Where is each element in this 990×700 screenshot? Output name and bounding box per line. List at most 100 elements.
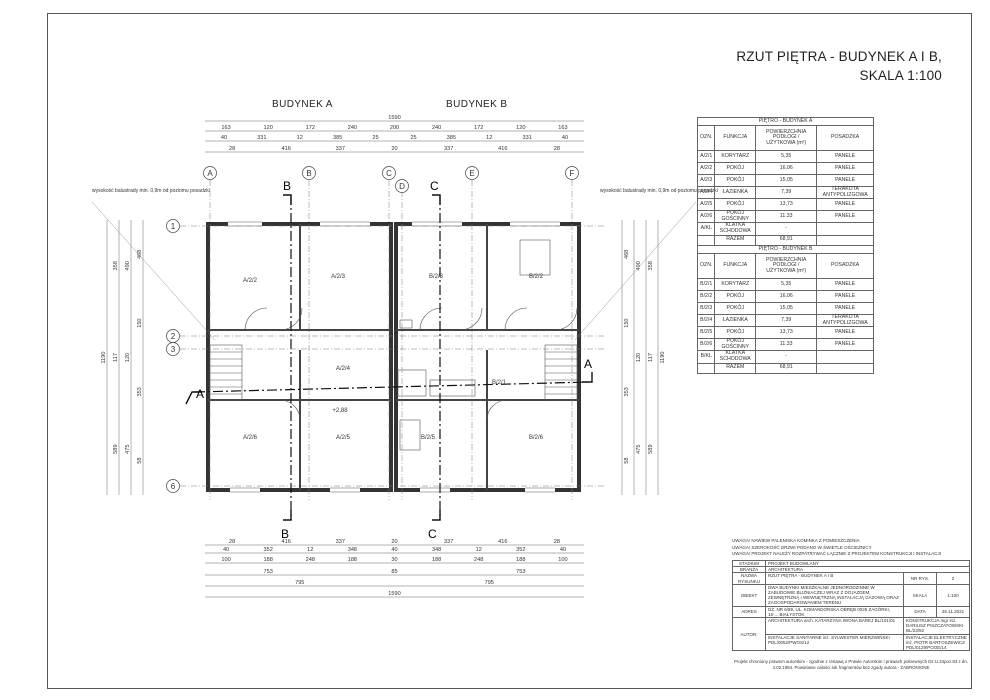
dim-top-row3: 28: [229, 146, 235, 152]
dim-right-col2: 490: [636, 261, 642, 270]
tb-nr-key: NR RYS.: [903, 572, 937, 585]
dim-left-col1: 117: [113, 353, 119, 362]
bathroom-fixtures: [397, 239, 551, 451]
table-a-cell: A/2/3: [696, 174, 716, 187]
table-a-cell: POKÓJ: [714, 174, 757, 187]
table-a-header-cell: POWIERZCHNIA PODŁOGI / UŻYTKOWA (m²): [755, 125, 818, 151]
dim-total-bottom: 1590: [388, 591, 400, 597]
dim-left-col3: 468: [137, 250, 143, 259]
dim-bottom-row1: 28: [229, 539, 235, 545]
balustrade-note-right: wysokość balustrady min. 0,9m od poziomu…: [600, 188, 718, 194]
axis-bubbles: [166, 166, 579, 493]
section-lines: [194, 195, 591, 520]
dim-top-row1: 172: [306, 125, 315, 131]
dim-bottom-row2: 352: [516, 547, 525, 553]
table-b-cell: KLATKA SCHODOWA: [714, 350, 757, 364]
table-b-cell: POKÓJ GOŚCINNY: [714, 338, 757, 352]
dim-top-row3: 416: [282, 146, 291, 152]
general-notes: UWAGA! NAWIEW PALENISKA KOMINKA Z POMIES…: [732, 538, 941, 558]
building-b-label: BUDYNEK B: [446, 99, 508, 110]
door-swings: [244, 307, 578, 421]
tb-obiekt-value: DWA BUDYNKI MIESZKALNE JEDNORODZINNE W Z…: [765, 583, 904, 607]
axis-label-b: B: [306, 169, 311, 178]
dim-bottom-row2: 40: [560, 547, 566, 553]
table-b-cell: B/2/2: [696, 290, 716, 303]
table-b-cell: POKÓJ: [714, 290, 757, 303]
drawing-title-line1: RZUT PIĘTRA - BUDYNEK A I B,: [736, 49, 942, 64]
dim-left-col2: 120: [125, 353, 131, 362]
table-b-caption-row: PIĘTRO - BUDYNEK B: [697, 245, 874, 254]
table-a-cell: POKÓJ GOŚCINNY: [714, 210, 757, 224]
table-b-cell: 5,35: [755, 278, 818, 291]
table-a-total-spacer: [696, 234, 716, 246]
dim-left-col1: 589: [113, 444, 119, 453]
table-a-cell: PANELE: [816, 198, 874, 212]
table-a-cell: A/2/1: [696, 150, 716, 163]
dim-top-row2: 331: [257, 135, 266, 141]
table-a-cell: PANELE: [816, 210, 874, 224]
table-a-cell: 7,39: [755, 185, 818, 200]
dim-bottom-row5: 795: [295, 580, 304, 586]
axis-label-f: F: [570, 169, 575, 178]
table-b-caption: PIĘTRO - BUDYNEK B: [697, 245, 874, 254]
tb-architect: ARCHITEKTURA arch. KATARZYNA IWONA BAREJ…: [765, 617, 904, 635]
table-a-cell: -: [755, 222, 818, 236]
room-b22: B/2/2: [529, 274, 544, 280]
dim-right-col1: 589: [648, 444, 654, 453]
room-a25: A/2/5: [336, 435, 351, 441]
grid-axes: [180, 180, 605, 500]
dim-bottom-row3: 188: [432, 557, 441, 563]
dim-bottom-row1: 28: [554, 539, 560, 545]
dim-right-col3: 468: [624, 250, 630, 259]
dim-bottom-row2: 12: [307, 547, 313, 553]
table-a-caption-row: PIĘTRO - BUDYNEK A: [697, 117, 874, 126]
tb-autor-key: AUTOR:: [732, 617, 766, 652]
inner-walls: [208, 224, 579, 490]
dim-bottom-row4: 85: [391, 569, 397, 575]
table-a-cell: KLATKA SCHODOWA: [714, 222, 757, 236]
dim-top-row2: 25: [410, 135, 416, 141]
dim-left-outer: 1190: [101, 351, 107, 363]
axis-label-e: E: [469, 169, 474, 178]
dim-bottom-row1: 416: [282, 539, 291, 545]
table-a-cell: A/2/4: [696, 185, 716, 200]
dim-total-top: 1590: [388, 115, 400, 121]
table-b-cell: 16,06: [755, 290, 818, 303]
dim-right-col1: 358: [648, 261, 654, 270]
dim-top-row1: 163: [221, 125, 230, 131]
dim-top-row2: 40: [562, 135, 568, 141]
dim-left-col2: 475: [125, 444, 131, 453]
section-c-bottom-label: C: [428, 527, 437, 541]
tb-sanitary: INSTALACJE SANITARNE inż. SYLWESTER MIER…: [765, 633, 904, 652]
outer-walls: [206, 222, 581, 492]
table-a-cell: POKÓJ: [714, 198, 757, 212]
dim-right-col1: 117: [648, 353, 654, 362]
table-a-total-value: 68,91: [755, 234, 818, 246]
dim-right-col3: 58: [624, 458, 630, 464]
table-b-cell: 11,33: [755, 338, 818, 352]
balustrade-leaders: [91, 201, 697, 341]
dim-bottom-row5: 795: [485, 580, 494, 586]
table-a-total-spacer: [816, 234, 874, 246]
table-a-cell: A/2/6: [696, 210, 716, 224]
room-b25: B/2/5: [421, 435, 436, 441]
axis-label-a: A: [207, 169, 213, 178]
note-1: UWAGA! NAWIEW PALENISKA KOMINKA Z POMIES…: [732, 538, 860, 543]
table-b-cell: -: [755, 350, 818, 364]
tb-data-key: DATA: [903, 605, 937, 619]
table-a-total-label: RAZEM: [714, 234, 757, 246]
dim-bottom-row3: 100: [558, 557, 567, 563]
table-a-cell: PANELE: [816, 150, 874, 163]
dim-top-row3: 20: [391, 146, 397, 152]
dim-top-row2: 385: [447, 135, 456, 141]
